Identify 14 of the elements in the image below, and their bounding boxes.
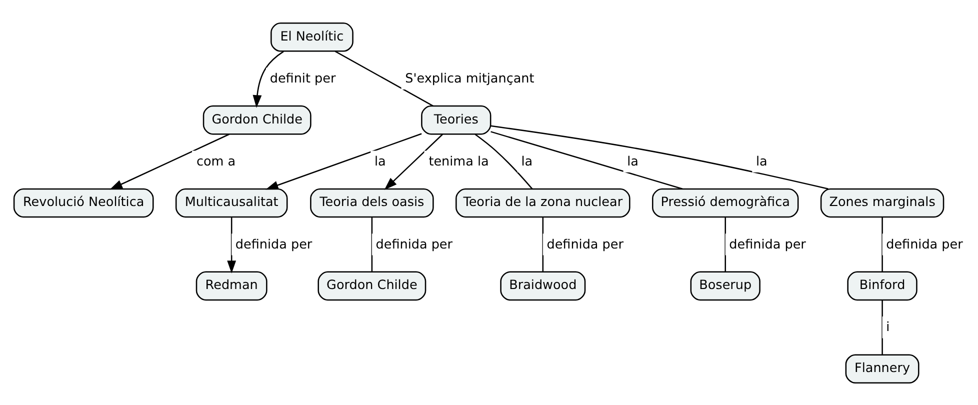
edge-label: definida per: [729, 236, 806, 252]
edge-label: definida per: [546, 236, 624, 252]
edge-label: tenima la: [428, 154, 489, 169]
edge-label: definida per: [886, 236, 963, 252]
edge-label: definit per: [270, 70, 336, 86]
edge-label: S'explica mitjançant: [405, 70, 534, 86]
edge-label: definida per: [235, 236, 312, 252]
edge-label: la: [521, 154, 533, 169]
edge-label: la: [756, 154, 768, 169]
edge-label: i: [886, 320, 890, 335]
edge-label: la: [374, 154, 386, 169]
edge-label: com a: [196, 154, 236, 169]
edge-label: la: [627, 154, 638, 169]
edge-label: definida per: [376, 236, 452, 252]
